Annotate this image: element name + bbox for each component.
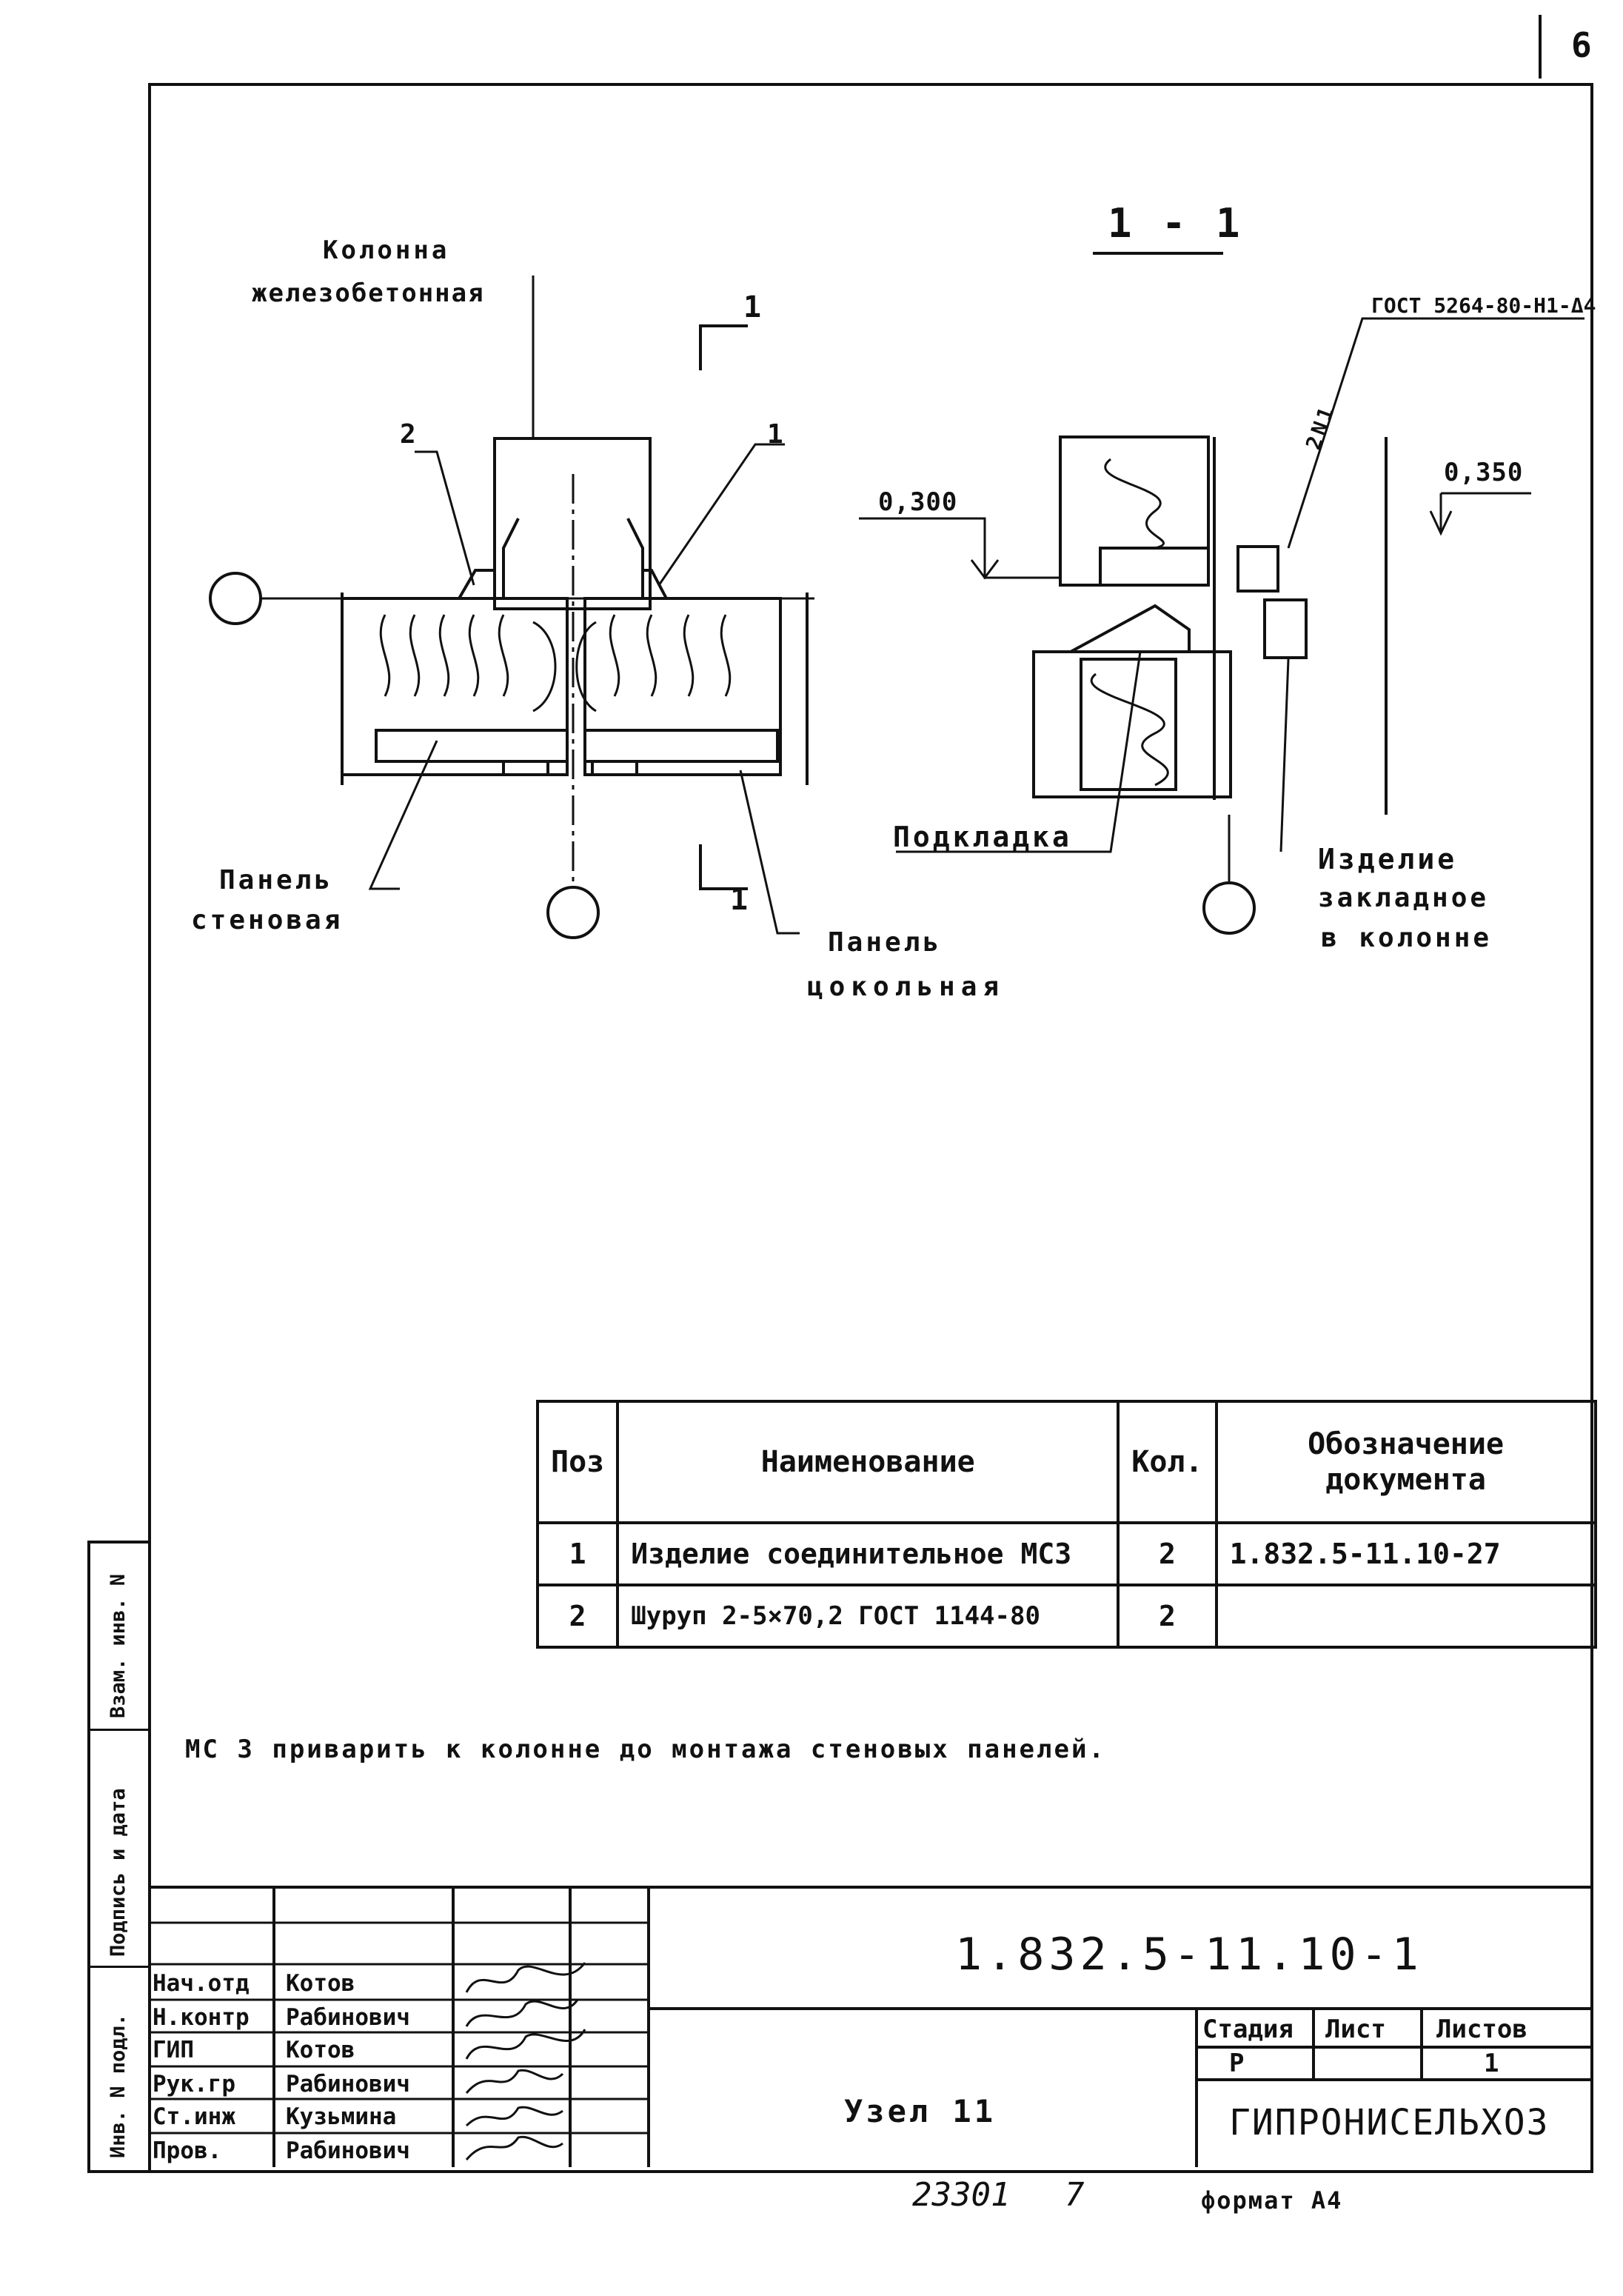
- specification-table: Поз Наименование Кол. Обозначение докуме…: [535, 1400, 1597, 1649]
- spec-cell: 1: [535, 1521, 620, 1586]
- sheet-header: Лист: [1325, 2015, 1386, 2044]
- name-4: Рабинович: [286, 2071, 410, 2098]
- wall-panel-label-2: стеновая: [191, 905, 344, 935]
- side-stamp: Инв. N подл. Подпись и дата Взам. инв. N: [87, 1541, 151, 2173]
- name-1: Котов: [286, 1970, 355, 1997]
- embedded-label-1: Изделие: [1318, 843, 1458, 875]
- column-label-1: Колонна: [323, 236, 450, 265]
- spec-header-pos: Поз: [535, 1400, 620, 1524]
- doc-code: 1.832.5-11.10-1: [955, 1929, 1423, 1980]
- spec-cell: 1.832.5-11.10-27: [1214, 1521, 1597, 1586]
- name-6: Рабинович: [286, 2138, 410, 2164]
- wall-panel-label-1: Панель: [219, 865, 334, 895]
- sheet-number-divider: [1539, 15, 1542, 79]
- side-cell-replace: [90, 1544, 151, 1731]
- axis-bubble-left: [209, 572, 262, 625]
- section-view: [859, 252, 1584, 935]
- spec-header-doc: Обозначение документа: [1214, 1400, 1597, 1524]
- embedded-label-3: в колонне: [1321, 923, 1493, 953]
- name-3: Котов: [286, 2037, 355, 2063]
- cut-mark-top: 1: [743, 290, 765, 324]
- elevation-right: 0,350: [1444, 458, 1524, 487]
- format-label: формат А4: [1201, 2186, 1343, 2215]
- sheets-value: 1: [1484, 2049, 1499, 2078]
- section-title: 1 - 1: [1108, 200, 1243, 247]
- drawing-area: [209, 252, 1584, 939]
- spec-cell: 2: [1117, 1583, 1218, 1649]
- stage-header: Стадия: [1202, 2015, 1294, 2044]
- pos-1-label: 1: [767, 419, 786, 450]
- spec-cell: Изделие соединительное МС3: [616, 1521, 1120, 1586]
- pad-label: Подкладка: [893, 821, 1072, 853]
- axis-bubble-bottom: [546, 886, 600, 939]
- spec-cell: Шуруп 2-5×70,2 ГОСТ 1144-80: [616, 1583, 1120, 1649]
- table-row: 1 Изделие соединительное МС3 2 1.832.5-1…: [535, 1521, 1597, 1586]
- note-text: МС 3 приварить к колонне до монтажа стен…: [185, 1735, 1106, 1764]
- sheet-number: 6: [1571, 25, 1595, 65]
- name-5: Кузьмина: [286, 2103, 397, 2130]
- spec-header-qty: Кол.: [1117, 1400, 1218, 1524]
- spec-cell: [1214, 1583, 1597, 1649]
- column-label-2: железобетонная: [252, 278, 485, 308]
- role-2: Н.контр: [153, 2004, 250, 2031]
- plan-view: [209, 276, 814, 939]
- role-6: Пров.: [153, 2138, 222, 2164]
- spec-cell: 2: [1117, 1521, 1218, 1586]
- name-2: Рабинович: [286, 2004, 410, 2031]
- plinth-panel-right: [583, 597, 782, 776]
- cut-mark-bottom: 1: [730, 883, 752, 917]
- sheets-header: Листов: [1436, 2015, 1527, 2044]
- archive-sheet: 7: [1065, 2176, 1088, 2214]
- plinth-panel-label-1: Панель: [828, 927, 943, 958]
- role-3: ГИП: [153, 2037, 194, 2063]
- role-1: Нач.отд: [153, 1970, 250, 1997]
- weld-label: ГОСТ 5264-80-Н1-Δ4: [1371, 293, 1596, 318]
- role-4: Рук.гр: [153, 2071, 235, 2098]
- embedded-label-2: закладное: [1318, 883, 1490, 913]
- org-name: ГИПРОНИСЕЛЬХОЗ: [1229, 2102, 1550, 2143]
- side-cell-sign: [90, 1729, 151, 1968]
- pos-2-label: 2: [400, 419, 419, 450]
- elevation-left: 0,300: [878, 487, 958, 517]
- role-5: Ст.инж: [153, 2103, 235, 2130]
- drawing-frame: [148, 83, 1593, 2173]
- spec-cell: 2: [535, 1583, 620, 1649]
- spec-header-name: Наименование: [616, 1400, 1120, 1524]
- plinth-panel-label-2: цокольная: [807, 972, 1005, 1002]
- drawing-title: Узел 11: [844, 2093, 997, 2129]
- signatures: [465, 1962, 586, 2160]
- archive-number: 23301: [912, 2176, 1011, 2214]
- stage-value: Р: [1229, 2049, 1245, 2078]
- table-row: 2 Шуруп 2-5×70,2 ГОСТ 1144-80 2: [535, 1583, 1597, 1649]
- spec-header-row: Поз Наименование Кол. Обозначение докуме…: [535, 1400, 1597, 1524]
